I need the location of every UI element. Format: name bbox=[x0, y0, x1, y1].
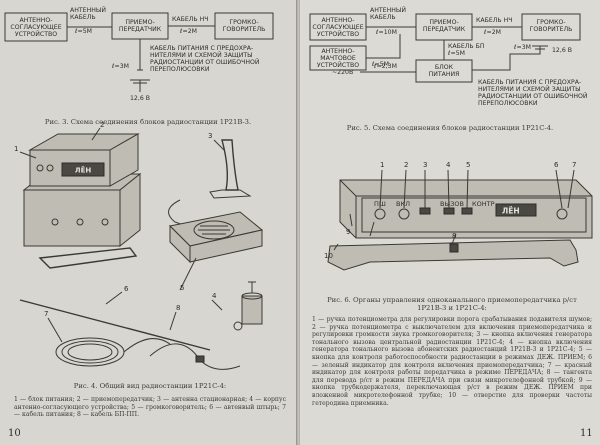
fig6-callout-3: 3 bbox=[423, 161, 427, 169]
fig6-panel-label-kontr: КОНТР bbox=[472, 200, 495, 208]
fig6-caption: Рис. 6. Органы управления одноканального… bbox=[327, 296, 577, 313]
fig4-matching-unit bbox=[233, 281, 263, 331]
fig4-callout-7: 7 bbox=[44, 310, 48, 318]
right-body-text: 1 — ручка потенциометра для регулировки … bbox=[312, 316, 592, 407]
fig3-label-voltage: 12,6 В bbox=[130, 95, 150, 102]
fig5-box-transceiver-text: ПРИЕМО-ПЕРЕДАТЧИК bbox=[423, 19, 466, 33]
fig4-cable-coil bbox=[55, 337, 171, 367]
fig5-box-psu bbox=[415, 59, 473, 83]
fig3-box-speaker bbox=[214, 12, 274, 40]
fig4-callout-5: 5 bbox=[180, 284, 184, 292]
fig3-label-cable-nch: КАБЕЛЬ НЧ bbox=[172, 16, 209, 23]
fig6-callout-4: 4 bbox=[446, 161, 451, 169]
fig4-callout-3: 3 bbox=[208, 132, 212, 140]
fig4-speaker bbox=[168, 211, 264, 264]
fig5-label-power-cable: КАБЕЛЬ ПИТАНИЯ С ПРЕДОХРА-НИТЕЛЯМИ И СХЕ… bbox=[478, 79, 588, 107]
fig6-callout-9: 9 bbox=[346, 228, 350, 236]
page-number-left: 10 bbox=[8, 428, 21, 439]
fig3-label-l1: ℓ=5М bbox=[74, 28, 92, 35]
fig6-callout-5: 5 bbox=[466, 161, 470, 169]
fig5-label-voltage: 12,6 В bbox=[552, 47, 572, 54]
fig4-drawing: ЛЁН bbox=[14, 121, 264, 370]
fig5-label-l4: ℓ=5М bbox=[371, 61, 389, 68]
fig4-callout-4: 4 bbox=[212, 292, 217, 300]
fig5-caption: Рис. 5. Схема соединения блоков радиоста… bbox=[346, 124, 554, 132]
fig4-panel-text: ЛЁН bbox=[75, 166, 92, 175]
fig5-label-mains: ~220В bbox=[332, 69, 353, 76]
fig6-callout-8: 8 bbox=[452, 232, 456, 240]
page-number-right: 11 bbox=[580, 428, 593, 439]
fig5-label-l1: ℓ=10М bbox=[375, 29, 397, 36]
fig6-drawing: ПШ ВКЛ ВЫЗОВ КОНТР ЛЁН 1 2 3 4 5 6 7 bbox=[324, 161, 593, 271]
fig4-caption: Рис. 4. Общий вид радиостанции 1Р21С-4: bbox=[73, 382, 227, 390]
fig4-callout-8: 8 bbox=[176, 304, 180, 312]
fig6-panel-label-vkl: ВКЛ bbox=[396, 200, 410, 208]
fig4-mount-bracket bbox=[38, 247, 138, 269]
fig6-callout-7: 7 bbox=[572, 161, 576, 169]
fig3-label-l2: ℓ=2М bbox=[179, 28, 197, 35]
fig4-cable-bp bbox=[149, 343, 241, 370]
fig6-callout-1: 1 bbox=[380, 161, 384, 169]
fig3-battery-symbol bbox=[130, 79, 150, 92]
fig5-label-l3: ℓ=3М bbox=[513, 44, 531, 51]
fig3-box-transceiver-text: ПРИЕМО-ПЕРЕДАТЧИК bbox=[119, 19, 162, 33]
fig6-panel-label-vyzov: ВЫЗОВ bbox=[440, 200, 464, 208]
fig6-callout-6: 6 bbox=[554, 161, 559, 169]
fig3-label-power-cable: КАБЕЛЬ ПИТАНИЯ С ПРЕДОХРА-НИТЕЛЯМИ И СХЕ… bbox=[150, 45, 260, 73]
fig6-panel-label-len: ЛЁН bbox=[502, 207, 520, 216]
fig3-label-l3: ℓ=3М bbox=[111, 63, 129, 70]
fig3-caption: Рис. 3. Схема соединения блоков радиоста… bbox=[44, 118, 252, 126]
left-body-text: 1 — блок питания; 2 — приемопередатчик; … bbox=[14, 396, 286, 419]
fig4-callout-1: 1 bbox=[14, 145, 18, 153]
fig6-callout-2: 2 bbox=[404, 161, 408, 169]
fig6-callout-10: 10 bbox=[324, 252, 333, 260]
fig5-label-l5: ℓ=2,3М bbox=[373, 63, 397, 70]
fig4-whip-antenna bbox=[19, 299, 211, 351]
fig3-power-line bbox=[137, 39, 143, 71]
fig5-box-speaker bbox=[521, 13, 581, 41]
fig5-label-cable-nch: КАБЕЛЬ НЧ bbox=[476, 17, 513, 24]
fig4-transceiver: ЛЁН bbox=[28, 133, 140, 187]
fig5-label-l2: ℓ=2М bbox=[483, 29, 501, 36]
fig5-box-speaker-text: ГРОМКО-ГОВОРИТЕЛЬ bbox=[530, 19, 573, 33]
fig3-box-speaker-text: ГРОМКО-ГОВОРИТЕЛЬ bbox=[223, 19, 266, 33]
fig4-callout-2: 2 bbox=[100, 121, 104, 129]
book-gutter bbox=[296, 0, 301, 445]
fig6-handset bbox=[327, 239, 579, 271]
fig4-callout-6: 6 bbox=[124, 285, 129, 293]
